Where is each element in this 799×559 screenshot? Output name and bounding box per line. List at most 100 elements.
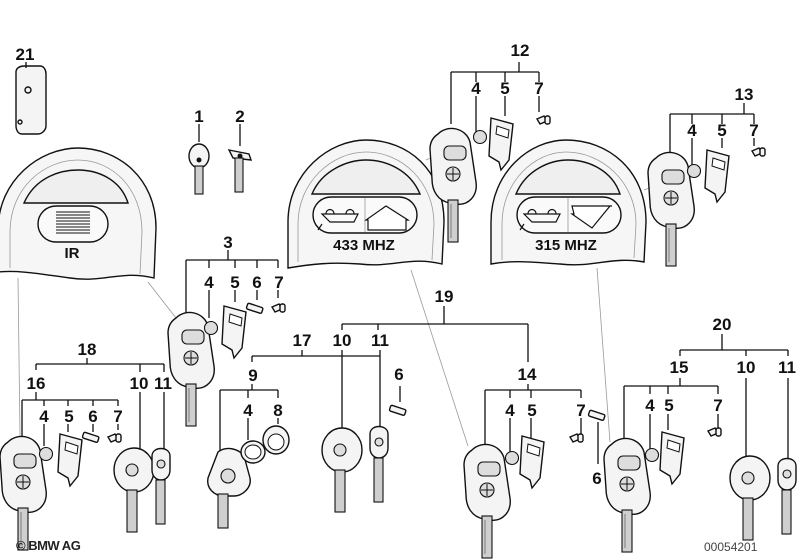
part-14-remote-key [463, 443, 511, 559]
callout-17: 17 [293, 331, 312, 350]
part-10-key [729, 455, 771, 541]
callout-9: 9 [248, 366, 257, 385]
part-5-clip [659, 431, 685, 485]
part-4-battery [644, 447, 660, 463]
part-11-key [151, 447, 171, 525]
part-5-clip [57, 433, 83, 487]
callout-15-7: 7 [713, 396, 722, 415]
house-down-arrow-icon [570, 205, 612, 229]
part-11-key [369, 425, 389, 503]
part-6-plate [245, 302, 264, 315]
callout-14-5: 5 [527, 401, 536, 420]
plate-label-433mhz: 433 MHZ [333, 237, 395, 254]
part-7-screw [107, 433, 122, 443]
callout-12-4: 4 [471, 79, 481, 98]
part-6-plate [587, 409, 606, 422]
callout-3-7: 7 [274, 273, 283, 292]
group-14-brackets [484, 384, 599, 464]
group-12-brackets [450, 62, 540, 138]
callout-3-4: 4 [204, 273, 214, 292]
callout-12-7: 7 [534, 79, 543, 98]
car-lock-unlock-icon [519, 208, 561, 231]
cover-plate-315mhz: 315 MHZ [490, 139, 647, 266]
callout-15-5: 5 [664, 396, 673, 415]
callout-20-11: 11 [778, 358, 796, 377]
callout-9-8: 8 [273, 401, 282, 420]
cover-plate-433mhz: 433 MHZ [287, 139, 445, 269]
callout-13-7: 7 [749, 121, 758, 140]
plate-leader-lines [17, 155, 653, 447]
callout-15-4: 4 [645, 396, 655, 415]
part-1-key [188, 143, 210, 195]
diagram-number: 00054201 [704, 540, 758, 554]
callout-16-5: 5 [64, 407, 73, 426]
group-17-brackets [219, 350, 401, 452]
callout-1: 1 [194, 107, 203, 126]
part-7-screw [707, 427, 722, 437]
callout-6a: 6 [394, 365, 403, 384]
part-4-ring [240, 440, 266, 464]
part-15-remote-key [603, 437, 651, 553]
part-4-battery [203, 320, 219, 336]
callout-14: 14 [518, 365, 537, 384]
cover-plate-ir: IR [0, 147, 157, 280]
part-6-plate [81, 431, 100, 444]
part-4-battery [504, 450, 520, 466]
callout-14-4: 4 [505, 401, 515, 420]
plate-label-315mhz: 315 MHZ [535, 237, 597, 254]
part-7-screw [536, 115, 551, 125]
part-7-screw [569, 433, 584, 443]
part-4-battery [38, 446, 54, 462]
callout-3-6: 6 [252, 273, 261, 292]
part-10-key [321, 427, 363, 513]
callout-16: 16 [27, 374, 46, 393]
callout-12-5: 5 [500, 79, 509, 98]
part-6-plate [388, 404, 407, 417]
callout-3: 3 [223, 233, 232, 252]
callout-13: 13 [735, 85, 754, 104]
callout-18-10: 10 [130, 374, 149, 393]
part-9-key [207, 447, 251, 529]
part-5-clip [488, 117, 514, 171]
part-11-key [777, 457, 797, 535]
part-5-clip [221, 305, 247, 359]
part-21-ir-remote [15, 65, 47, 135]
callout-15: 15 [670, 358, 689, 377]
group-18-brackets [21, 358, 165, 450]
callout-13-5: 5 [717, 121, 726, 140]
group-3-brackets [185, 250, 279, 318]
part-10-key [113, 447, 155, 533]
part-5-clip [519, 435, 545, 489]
callout-13-4: 4 [687, 121, 697, 140]
plate-label-ir: IR [65, 245, 80, 262]
callout-16-6: 6 [88, 407, 97, 426]
callout-18-11: 11 [154, 374, 172, 393]
house-up-arrow-icon [364, 205, 411, 231]
callout-16-7: 7 [113, 407, 122, 426]
part-7-screw [751, 147, 766, 157]
car-lock-unlock-icon [317, 208, 359, 231]
group-13-brackets [669, 103, 755, 168]
part-4-battery [686, 163, 702, 179]
callout-2: 2 [235, 107, 244, 126]
callout-20-10: 10 [737, 358, 756, 377]
callout-14-7: 7 [576, 401, 585, 420]
copyright-notice: © BMW AG [16, 538, 81, 553]
group-20-brackets [623, 334, 789, 458]
callout-labels: 21 1 2 12 4 5 7 13 4 5 7 3 4 5 6 7 19 18… [16, 41, 796, 488]
part-7-screw [271, 303, 286, 313]
part-8-cap [262, 425, 290, 455]
callout-17-11: 11 [371, 331, 389, 350]
callout-3-5: 5 [230, 273, 239, 292]
part-4-battery [472, 129, 488, 145]
part-5-clip [704, 149, 730, 203]
infrared-window-icon [56, 211, 90, 234]
callout-19: 19 [435, 287, 454, 306]
callout-9-4: 4 [243, 401, 253, 420]
callout-16-4: 4 [39, 407, 49, 426]
callout-20: 20 [713, 315, 732, 334]
callout-18: 18 [78, 340, 97, 359]
callout-17-10: 10 [333, 331, 352, 350]
